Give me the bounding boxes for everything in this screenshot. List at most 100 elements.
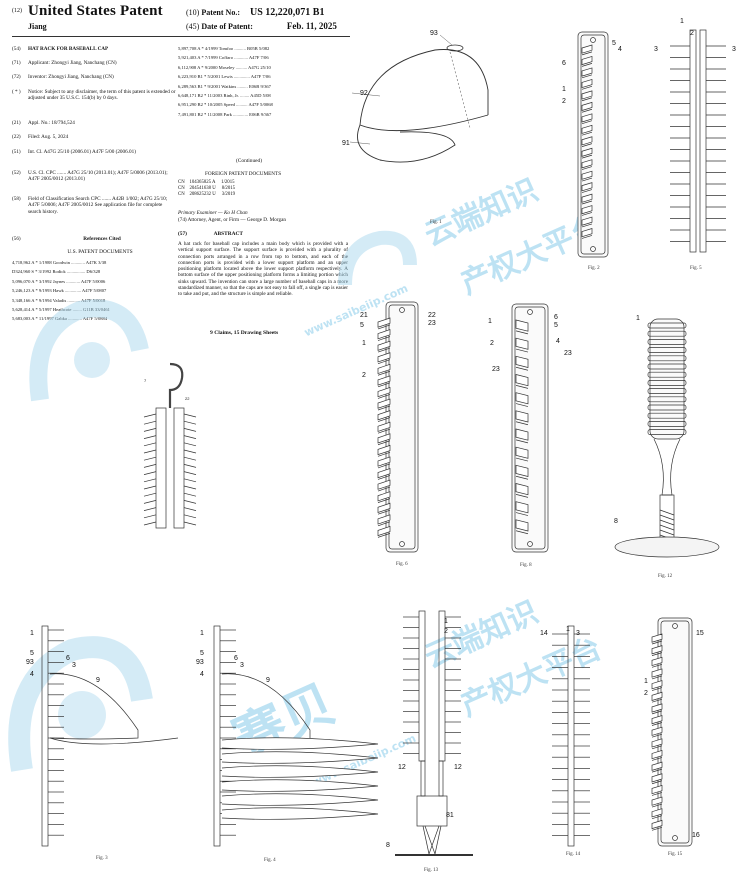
hook-right: [183, 420, 197, 425]
hook-left: [143, 500, 157, 504]
rack-strip: [567, 625, 575, 847]
claims-line: 9 Claims, 15 Drawing Sheets: [210, 330, 279, 336]
support-platform: [515, 385, 529, 389]
reference-entry: 6,112,908 A * 9/2000 Moseley .......... …: [178, 64, 271, 70]
fig5-label-2: 2: [690, 30, 694, 37]
field-52: (52)U.S. Cl. CPC ....... A47G 25/10 (201…: [12, 170, 168, 183]
fig4-label-6: 6: [234, 655, 238, 662]
fig13-label-1: 1: [444, 618, 448, 625]
reference-entry: 5,683,003 A * 11/1997 Gabka ............…: [12, 316, 108, 322]
fig8-label-23b: 23: [492, 366, 500, 373]
fig13-label-12b: 12: [454, 764, 462, 771]
support-platform: [581, 223, 593, 228]
stacked-cap-brim: [221, 807, 379, 820]
us-references: 4,718,962 A * 1/1988 Goodwin ...........…: [12, 258, 110, 324]
fig13-label-81: 81: [446, 812, 454, 819]
figure-3-drawing: [41, 625, 179, 847]
mount-hole: [672, 835, 678, 841]
figure-8-rack-drawing: [511, 303, 549, 553]
support-platform: [581, 74, 593, 79]
connection-port: [651, 715, 663, 725]
fig12-label-1: 1: [636, 315, 640, 322]
hook-left: [143, 471, 157, 475]
connection-port: [515, 501, 529, 514]
connection-port: [377, 514, 391, 525]
support-platform: [515, 457, 529, 462]
support-platform: [377, 475, 391, 480]
hook-ring: [647, 371, 687, 378]
pole-pattern: [659, 509, 675, 516]
reference-entry: 5,628,414 A * 5/1997 Heathcote ........ …: [12, 307, 110, 313]
connector: [416, 795, 448, 827]
support-platform: [581, 166, 593, 170]
connection-port: [515, 355, 529, 368]
watermark-logo-bottom: [8, 636, 153, 772]
mount-hole: [590, 246, 596, 252]
support-platform: [377, 451, 391, 457]
connection-port: [651, 784, 663, 795]
fig-2-caption: Fig. 2: [588, 266, 600, 271]
neck: [653, 438, 681, 496]
connection-port: [651, 819, 663, 830]
support-platform: [651, 652, 663, 656]
header-rule: [12, 36, 350, 37]
support-platform: [581, 85, 593, 90]
support-platform: [377, 486, 391, 492]
connection-port: [651, 691, 663, 701]
abstract-heading: (57) ABSTRACT: [178, 231, 243, 237]
connection-port: [377, 329, 391, 340]
hook-ring: [647, 412, 687, 419]
support-platform: [581, 108, 593, 113]
support-platform: [581, 200, 593, 205]
figure-12-stand-drawing: [614, 318, 720, 558]
fig-15-caption: Fig. 15: [668, 852, 683, 857]
figure-5-rack-drawing: [670, 29, 726, 253]
fig6-label-22: 22: [428, 312, 436, 319]
connection-port: [581, 216, 593, 226]
support-platform: [651, 803, 663, 808]
support-platform: [651, 663, 663, 668]
reference-entry: 5,246,123 A * 9/1993 Hawk ..............…: [12, 288, 107, 294]
hanging-hook: [168, 362, 184, 408]
patent-date: Feb. 11, 2025: [286, 21, 337, 31]
hook-ring: [647, 355, 687, 362]
hook-left: [143, 507, 157, 511]
hook-right: [183, 464, 197, 468]
connection-port: [377, 444, 391, 456]
connection-port: [651, 680, 663, 690]
figure-13-drawing: [395, 610, 473, 856]
support-platform: [515, 348, 529, 353]
connection-port: [581, 205, 593, 215]
connection-port: [581, 228, 593, 238]
connection-port: [581, 147, 593, 157]
fig15-label-2: 2: [644, 690, 648, 697]
hook-left: [143, 413, 157, 418]
support-platform: [377, 394, 391, 399]
patent-date-line: (45) Date of Patent: Feb. 11, 2025: [186, 21, 337, 31]
front-page-rack-drawing: [143, 362, 197, 529]
fig6-label-2: 2: [362, 372, 366, 379]
connection-port: [515, 483, 529, 496]
fig8-label-5: 5: [554, 322, 558, 329]
mount-hole: [399, 307, 405, 313]
hook-right: [183, 413, 197, 418]
connection-port: [377, 502, 391, 513]
us-references-continued: 5,897,708 A * 4/1999 Tomfoo .......... B…: [178, 44, 273, 119]
reference-entry: 5,897,708 A * 4/1999 Tomfoo .......... B…: [178, 46, 270, 51]
reference-entry: D324,960 S * 3/1992 Rodick .............…: [12, 269, 101, 275]
connection-port: [581, 170, 593, 180]
examiner: Primary Examiner — Ko H Chan: [178, 210, 248, 216]
hook-ring: [647, 380, 687, 386]
stacked-cap-brim: [221, 765, 379, 778]
connection-port: [651, 703, 663, 713]
support-platform: [515, 512, 529, 516]
hook-ring: [647, 339, 687, 345]
lattice-base: [422, 825, 442, 855]
support-platform: [515, 530, 529, 535]
fig14-label-3: 3: [576, 630, 580, 637]
fig6-label-23: 23: [428, 320, 436, 327]
support-platform: [651, 827, 663, 831]
field-notice: ( * )Notice: Subject to any disclaimer, …: [12, 89, 176, 102]
hook-right: [183, 456, 197, 461]
